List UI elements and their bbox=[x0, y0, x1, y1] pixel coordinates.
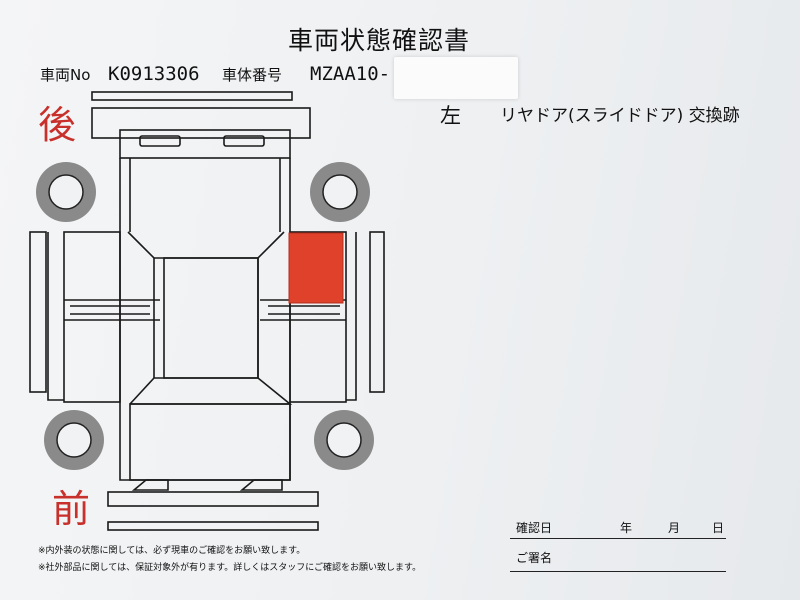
front-bumper bbox=[107, 491, 319, 507]
rear-lamp-left bbox=[139, 135, 181, 147]
month-label: 月 bbox=[668, 521, 681, 535]
hood bbox=[129, 403, 291, 481]
right-skirt bbox=[369, 231, 385, 393]
rear-lamp-right bbox=[223, 135, 265, 147]
rear-glass bbox=[127, 231, 285, 259]
front-direction-label: 前 bbox=[52, 487, 91, 531]
windshield bbox=[129, 377, 293, 405]
headlamp-left bbox=[131, 479, 169, 491]
front-bumper-lower bbox=[107, 521, 319, 531]
side-label: 左 bbox=[440, 104, 461, 128]
rear-hatch bbox=[119, 129, 291, 159]
headlamp-right bbox=[239, 479, 283, 491]
rear-bumper bbox=[91, 107, 311, 139]
redaction-sticker bbox=[394, 57, 518, 99]
signature-label: ご署名 bbox=[516, 551, 553, 565]
signature-line bbox=[510, 571, 726, 572]
left-side-panel bbox=[63, 231, 121, 403]
left-skirt bbox=[29, 231, 47, 393]
roof bbox=[163, 257, 259, 379]
footnote-1: ※内外装の状態に関しては、必ず現車のご確認をお願い致します。 bbox=[38, 546, 306, 556]
rear-direction-label: 後 bbox=[38, 103, 77, 147]
right-side-panel bbox=[289, 231, 347, 403]
date-line bbox=[510, 538, 726, 539]
body-outline bbox=[119, 158, 291, 481]
footnote-2: ※社外部品に関しては、保証対象外が有ります。詳しくはスタッフにご確認をお願い致し… bbox=[38, 563, 422, 573]
damage-marker-rear-door bbox=[288, 232, 344, 304]
vin-value: MZAA10- bbox=[310, 63, 391, 85]
wheels bbox=[36, 162, 374, 470]
vehicle-no-label: 車両No bbox=[40, 66, 91, 84]
day-label: 日 bbox=[712, 521, 725, 535]
damage-note: リヤドア(スライドドア) 交換跡 bbox=[500, 106, 740, 126]
confirm-date-label: 確認日 bbox=[516, 521, 553, 535]
vin-label: 車体番号 bbox=[222, 66, 283, 84]
rear-bumper-top bbox=[91, 91, 293, 101]
page-title: 車両状態確認書 bbox=[288, 26, 471, 55]
year-label: 年 bbox=[620, 521, 633, 535]
vehicle-no-value: K0913306 bbox=[108, 63, 200, 85]
